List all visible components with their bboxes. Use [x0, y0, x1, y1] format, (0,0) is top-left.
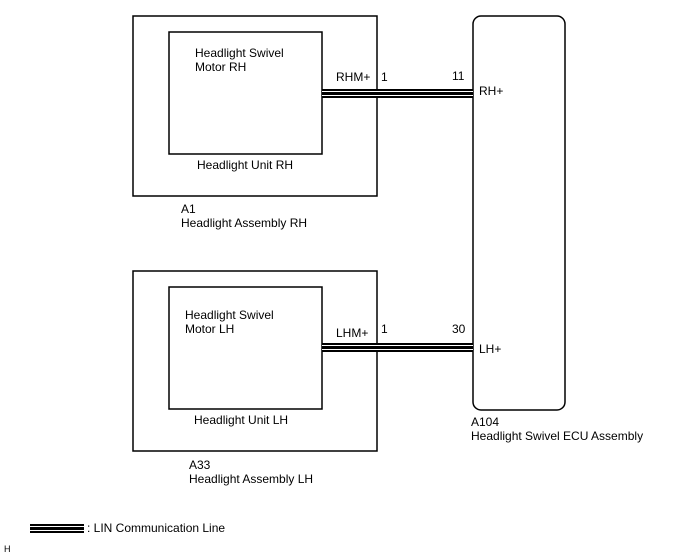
lin-line-lh — [322, 343, 473, 352]
ecu-rh-pin: 11 — [452, 69, 465, 83]
ecu-lh-pin: 30 — [452, 322, 466, 336]
ecu-name: Headlight Swivel ECU Assembly — [471, 429, 644, 443]
motor-rh-label-line2: Motor RH — [195, 60, 247, 74]
headlight-assembly-rh-box — [132, 15, 378, 197]
motor-lh-label-line2: Motor LH — [185, 322, 235, 336]
terminal-lhm-label: LHM+ — [336, 326, 369, 340]
connector-a33-code: A33 — [189, 458, 211, 472]
ecu-lh-terminal: LH+ — [479, 342, 502, 356]
headlight-assembly-lh-box — [132, 270, 378, 452]
terminal-lh-pin: 1 — [381, 322, 388, 336]
connector-a104-code: A104 — [471, 415, 500, 429]
ecu-box — [472, 15, 566, 411]
footer-mark: H — [4, 544, 11, 554]
connector-a1-code: A1 — [181, 202, 196, 216]
terminal-rhm-label: RHM+ — [336, 70, 371, 84]
motor-rh-label-line1: Headlight Swivel — [195, 46, 284, 60]
headlight-swivel-motor-lh-box — [168, 286, 323, 410]
assembly-lh-name: Headlight Assembly LH — [189, 472, 314, 486]
unit-lh-label: Headlight Unit LH — [194, 413, 289, 427]
unit-rh-label: Headlight Unit RH — [197, 158, 294, 172]
legend-label: : LIN Communication Line — [87, 521, 226, 535]
lin-line-rh — [322, 89, 473, 98]
legend-line-symbol — [30, 524, 84, 533]
motor-lh-label-line1: Headlight Swivel — [185, 308, 274, 322]
ecu-rh-terminal: RH+ — [479, 84, 504, 98]
terminal-rh-pin: 1 — [381, 70, 388, 84]
assembly-rh-name: Headlight Assembly RH — [181, 216, 308, 230]
